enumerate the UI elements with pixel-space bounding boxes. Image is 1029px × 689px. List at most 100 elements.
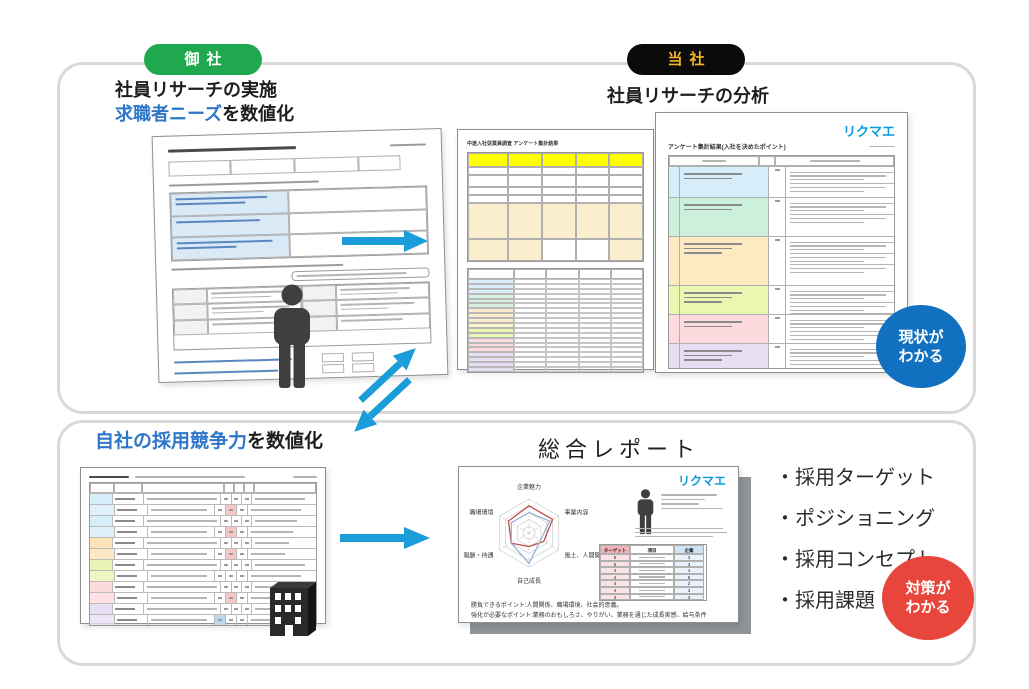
table-row xyxy=(786,286,894,314)
table-row xyxy=(252,560,316,570)
table-row: 4 xyxy=(600,580,630,587)
table-row xyxy=(244,520,249,522)
table-row xyxy=(790,217,886,219)
table-row xyxy=(115,608,136,610)
survey-summary-document: 中途入社従業員調査 アンケート集計結果 xyxy=(457,129,654,373)
table-row xyxy=(221,582,232,592)
table-row xyxy=(255,542,290,544)
table-row xyxy=(610,327,643,333)
table-row xyxy=(630,586,674,594)
table-row xyxy=(215,505,226,515)
table-row xyxy=(151,619,207,621)
heading-suffix: を数値化 xyxy=(222,104,295,124)
top-left-heading: 社員リサーチの実施 求職者ニーズを数値化 xyxy=(115,78,294,126)
summary-score-table xyxy=(467,268,644,373)
table-row xyxy=(786,237,894,285)
table-row xyxy=(215,593,226,603)
table-row: 3 xyxy=(674,554,704,561)
table-row xyxy=(218,553,222,555)
table-row xyxy=(221,560,232,570)
table-row xyxy=(790,260,864,262)
competitiveness-row xyxy=(90,504,316,515)
table-row xyxy=(546,332,579,338)
summary-score-row xyxy=(468,357,643,363)
table-row xyxy=(255,520,298,522)
table-row xyxy=(774,169,780,171)
table-row xyxy=(514,288,547,294)
table-row xyxy=(90,582,114,592)
table-row xyxy=(578,313,611,319)
table-row xyxy=(229,575,233,577)
table-row xyxy=(790,367,864,368)
table-row xyxy=(229,509,233,511)
table-row xyxy=(684,177,732,179)
table-row xyxy=(148,505,215,515)
table-row xyxy=(147,498,218,500)
table-row xyxy=(468,293,514,299)
table-row xyxy=(115,542,136,544)
table-row xyxy=(514,313,547,319)
summary-score-row xyxy=(468,298,643,304)
svg-text:事業内容: 事業内容 xyxy=(565,509,589,517)
table-row xyxy=(255,498,306,500)
summary-score-row xyxy=(468,332,643,338)
table-row xyxy=(684,296,732,298)
table-row xyxy=(790,171,894,173)
table-row xyxy=(115,593,148,603)
table-row xyxy=(790,264,894,266)
table-row xyxy=(117,553,137,555)
table-row xyxy=(610,293,643,299)
table-row xyxy=(90,505,115,515)
table-row xyxy=(630,554,674,561)
table-row xyxy=(255,564,306,566)
summary-score-row xyxy=(468,279,643,284)
table-row xyxy=(252,538,316,548)
table-row xyxy=(546,362,579,368)
table-row xyxy=(514,357,547,363)
table-row xyxy=(790,313,894,314)
table-row xyxy=(514,303,547,309)
table-row xyxy=(229,619,233,621)
table-row xyxy=(242,494,253,504)
table-row xyxy=(468,323,514,328)
table-row xyxy=(148,593,215,603)
table-row xyxy=(546,283,579,289)
table-row xyxy=(578,279,611,284)
summary-score-row xyxy=(468,367,643,372)
table-row xyxy=(224,564,229,566)
table-row xyxy=(514,337,547,343)
table-row xyxy=(774,239,780,241)
table-row xyxy=(234,498,239,500)
summary-score-row xyxy=(468,362,643,368)
table-row xyxy=(115,571,148,581)
table-row xyxy=(578,337,611,343)
table-row xyxy=(514,347,547,353)
table-row xyxy=(790,363,886,365)
table-row xyxy=(244,564,249,566)
table-row xyxy=(630,580,674,587)
analysis-heading: 社員リサーチの分析 xyxy=(607,86,769,106)
table-row xyxy=(774,317,780,319)
table-row xyxy=(468,308,514,314)
report-document: リクマエ 企業魅力事業内容風土、人間関係自己成長報酬・待遇職場環境 ターゲット … xyxy=(458,466,739,623)
table-row xyxy=(237,505,248,515)
table-row xyxy=(578,308,611,314)
table-row xyxy=(215,615,226,625)
analysis-group-row xyxy=(669,314,894,343)
svg-text:企業魅力: 企業魅力 xyxy=(517,483,541,491)
table-row xyxy=(221,604,232,614)
table-row xyxy=(790,202,894,204)
table-row xyxy=(546,313,579,319)
table-row xyxy=(630,567,674,574)
table-row xyxy=(218,509,222,511)
table-row xyxy=(790,175,886,177)
table-row xyxy=(468,327,514,333)
table-row xyxy=(237,615,248,625)
svg-text:職場環境: 職場環境 xyxy=(469,509,493,517)
table-row xyxy=(468,313,514,319)
report-profile-lines xyxy=(661,491,727,512)
survey-summary-title: 中途入社従業員調査 アンケート集計結果 xyxy=(467,141,559,147)
